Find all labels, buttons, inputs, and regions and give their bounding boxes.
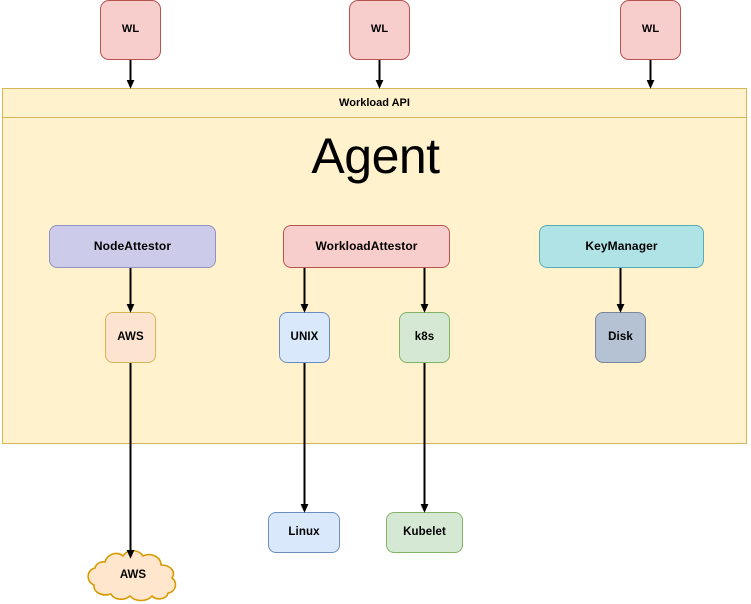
- plugin-aws[interactable]: AWS: [105, 312, 156, 363]
- external-linux[interactable]: Linux: [268, 512, 340, 553]
- cloud-icon: [87, 549, 177, 602]
- plugin-disk-label: Disk: [608, 330, 633, 343]
- external-aws-cloud[interactable]: AWS: [83, 548, 183, 602]
- plugin-k8s-label: k8s: [414, 330, 435, 343]
- workload-node-1[interactable]: WL: [100, 0, 161, 60]
- plugin-disk[interactable]: Disk: [595, 312, 646, 363]
- workload-node-3-label: WL: [641, 23, 660, 36]
- plugin-unix-label: UNIX: [290, 330, 319, 343]
- workload-attestor-label: WorkloadAttestor: [315, 239, 418, 254]
- workload-node-2[interactable]: WL: [349, 0, 410, 60]
- plugin-unix[interactable]: UNIX: [279, 312, 330, 363]
- workload-node-3[interactable]: WL: [620, 0, 681, 60]
- external-kubelet[interactable]: Kubelet: [386, 512, 463, 553]
- plugin-aws-label: AWS: [117, 330, 144, 343]
- plugin-k8s[interactable]: k8s: [399, 312, 450, 363]
- workload-attestor-box[interactable]: WorkloadAttestor: [283, 225, 450, 268]
- node-attestor-box[interactable]: NodeAttestor: [49, 225, 216, 268]
- external-kubelet-label: Kubelet: [403, 525, 446, 538]
- agent-title: Agent: [311, 128, 440, 184]
- workload-api-label: Workload API: [339, 97, 410, 109]
- node-attestor-label: NodeAttestor: [93, 239, 172, 254]
- workload-api-bar: Workload API: [2, 88, 747, 118]
- key-manager-label: KeyManager: [585, 239, 658, 254]
- external-linux-label: Linux: [288, 525, 320, 538]
- key-manager-box[interactable]: KeyManager: [539, 225, 704, 268]
- workload-node-2-label: WL: [370, 23, 389, 36]
- workload-node-1-label: WL: [121, 23, 140, 36]
